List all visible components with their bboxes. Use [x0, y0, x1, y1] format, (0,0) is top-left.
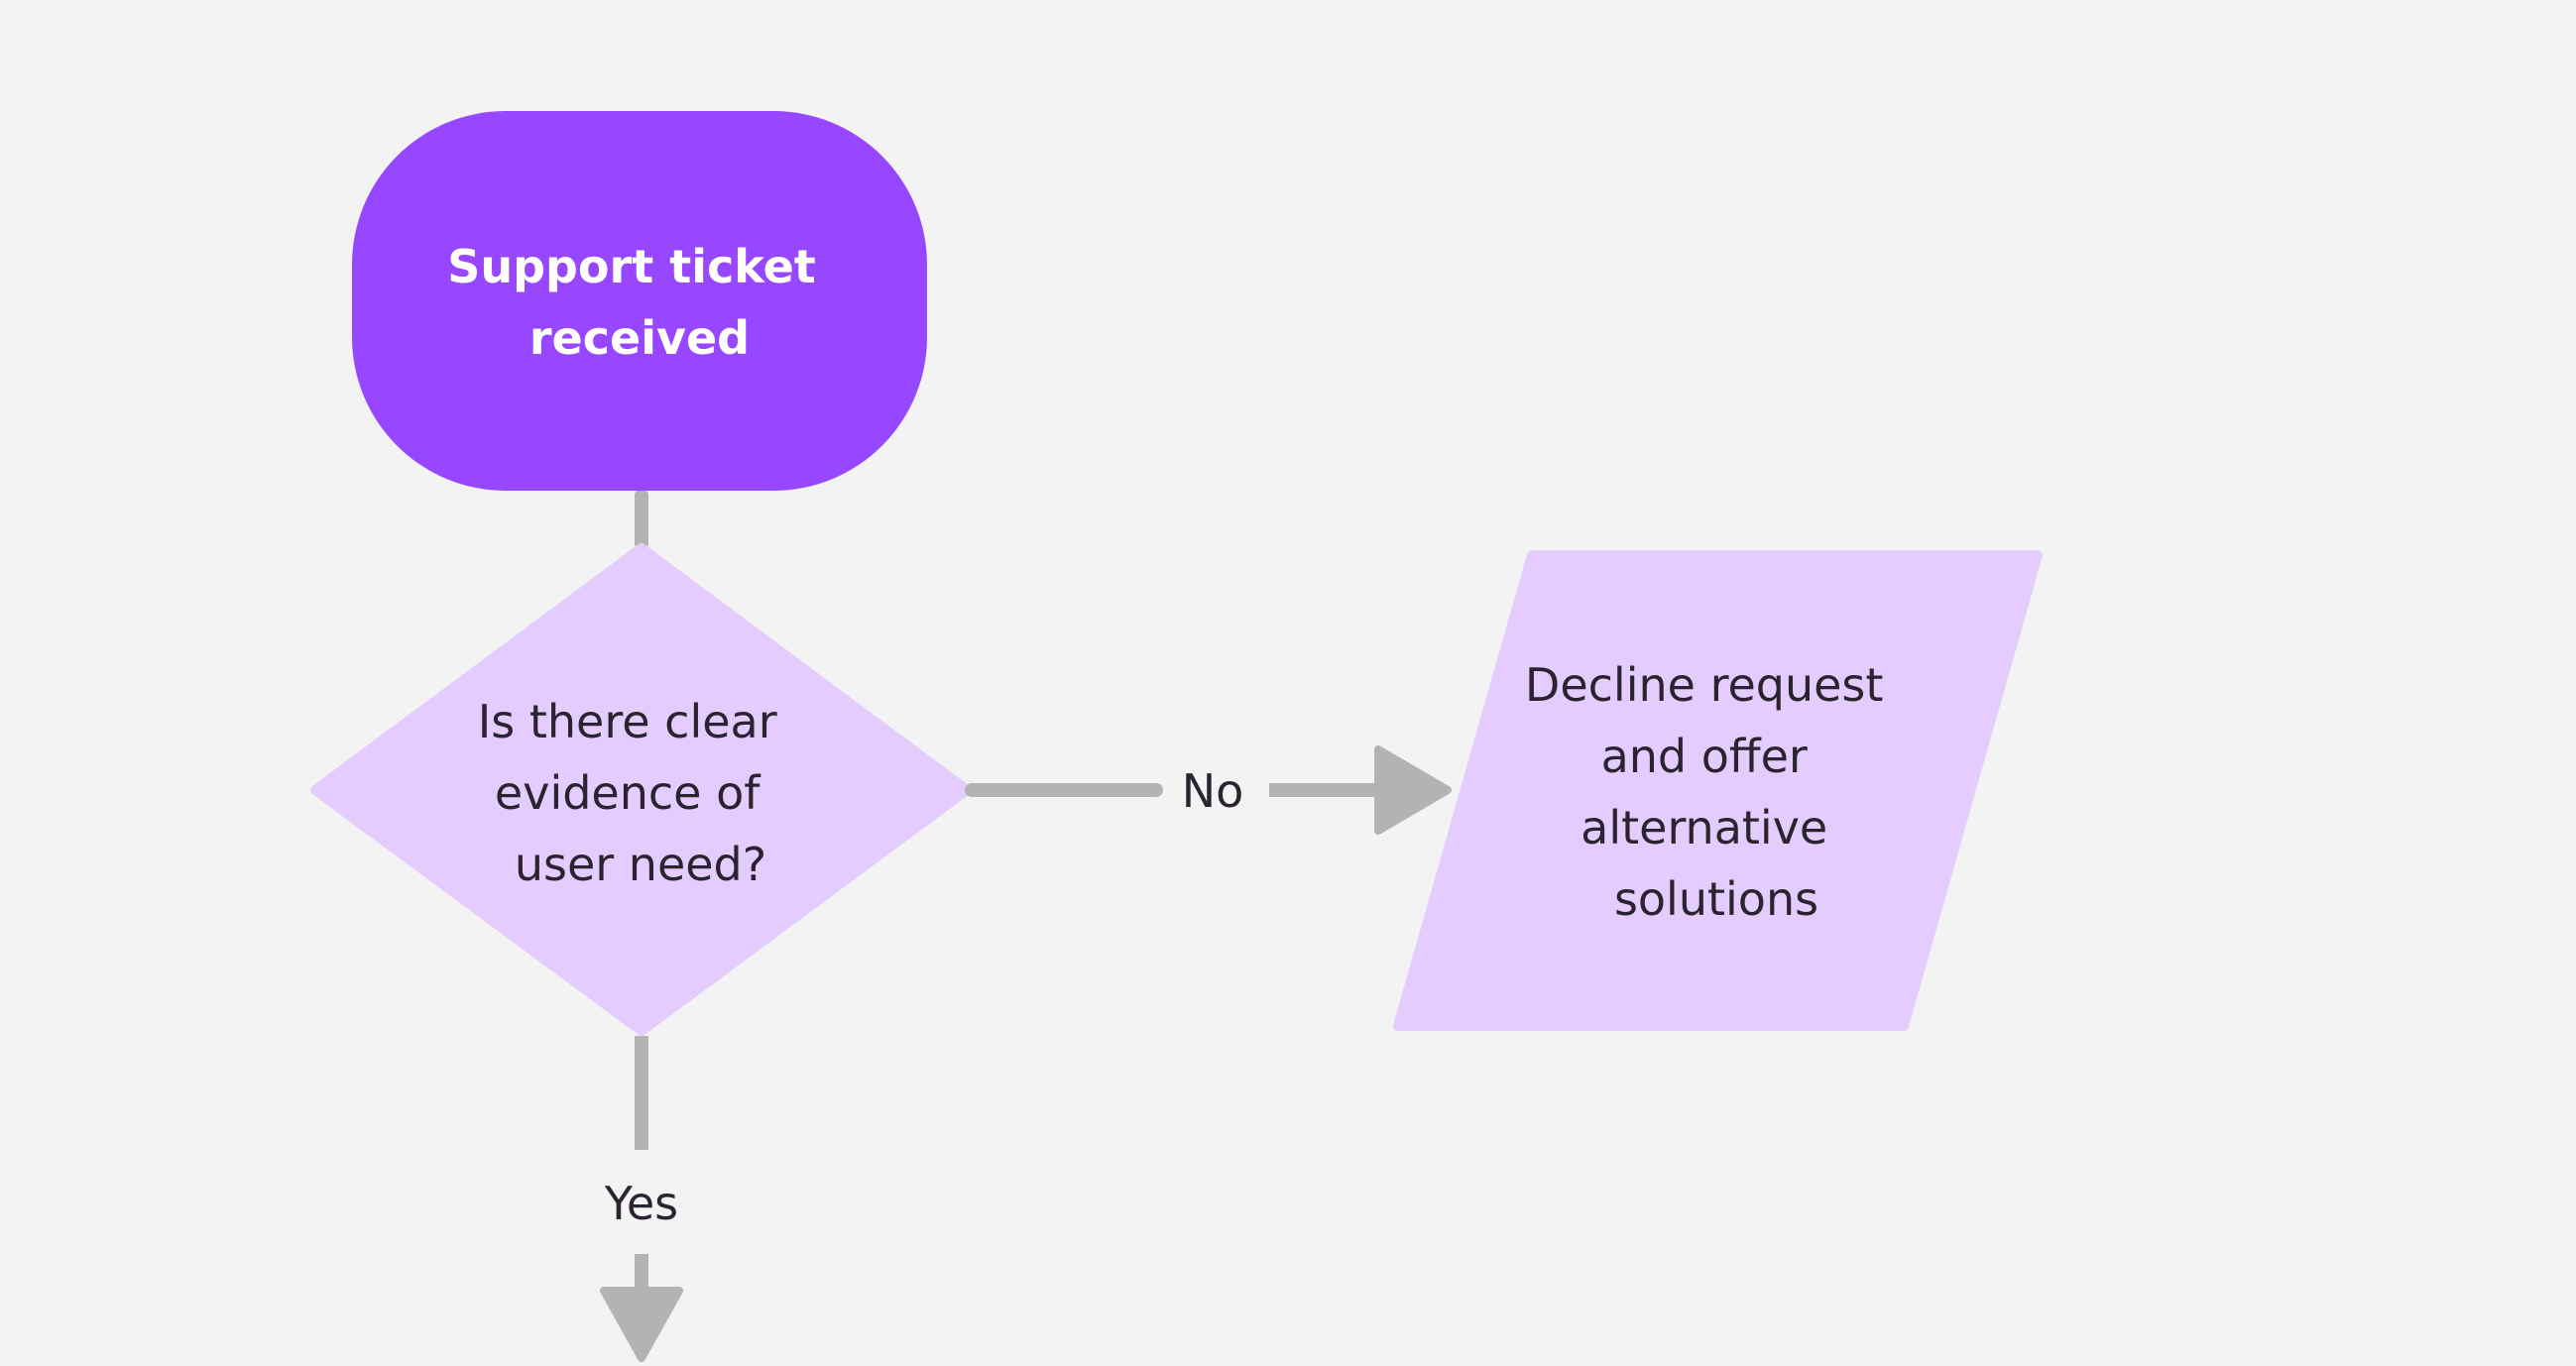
- edge-no[interactable]: No: [965, 745, 1452, 835]
- edge-yes-label: Yes: [604, 1177, 678, 1230]
- svg-text:Support ticket received: Support ticket received: [447, 240, 832, 365]
- decision-node[interactable]: Is there clear evidence of user need?: [310, 543, 972, 1036]
- decision-node-line-3: user need?: [515, 838, 766, 891]
- start-node-line-1: Support ticket: [447, 240, 816, 293]
- edge-yes[interactable]: Yes: [600, 1036, 683, 1362]
- decline-node-line-1: Decline request: [1525, 658, 1884, 712]
- svg-text:Decline request and offe: Decline request and offer alternative so…: [1525, 658, 1898, 926]
- svg-text:Is there clear evidence: Is there clear evidence of user need?: [478, 695, 792, 891]
- decision-node-line-1: Is there clear: [478, 695, 777, 748]
- start-node[interactable]: Support ticket received: [352, 111, 927, 491]
- decision-node-shape: [310, 543, 972, 1036]
- decline-node-line-4: solutions: [1614, 872, 1818, 926]
- decision-node-line-2: evidence of: [495, 766, 761, 820]
- decline-node-line-2: and offer: [1601, 730, 1808, 783]
- start-node-line-2: received: [529, 311, 750, 365]
- edge-no-arrowhead: [1374, 745, 1452, 835]
- edge-yes-arrowhead: [600, 1287, 683, 1362]
- start-node-shape: [352, 111, 927, 491]
- decline-node-line-3: alternative: [1581, 801, 1827, 854]
- edge-no-label: No: [1182, 764, 1244, 818]
- decline-node-shape: [1393, 550, 2043, 1031]
- decline-node[interactable]: Decline request and offer alternative so…: [1393, 550, 2043, 1031]
